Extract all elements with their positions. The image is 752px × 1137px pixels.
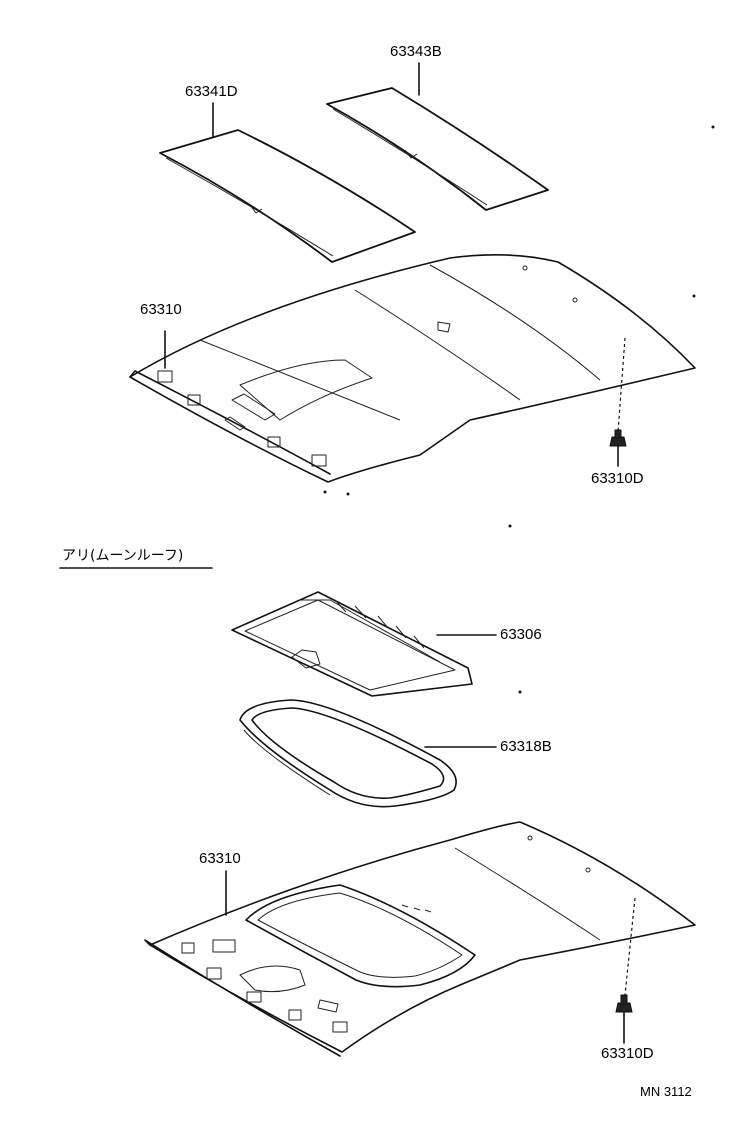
moonroof-seal <box>239 699 457 808</box>
label-moonroof-frame: 63306 <box>500 626 542 643</box>
stray-mark <box>508 524 512 528</box>
label-pad-rear: 63343B <box>390 43 442 60</box>
roof-pad-rear <box>326 87 549 211</box>
headliner-top <box>129 254 696 483</box>
clip-bottom-dashline <box>624 897 636 996</box>
label-clip-top: 63310D <box>591 470 644 487</box>
label-moonroof-seal: 63318B <box>500 738 552 755</box>
stray-mark <box>692 294 696 298</box>
drawing-code: MN 3112 <box>640 1084 692 1099</box>
stray-mark <box>323 490 327 494</box>
label-headliner-bottom: 63310 <box>199 850 241 867</box>
label-pad-front: 63341D <box>185 83 238 100</box>
headliner-bottom <box>144 821 696 1057</box>
clip-top-dashline <box>617 337 626 433</box>
clip-top <box>609 429 627 447</box>
roof-pad-front <box>159 129 416 263</box>
clip-bottom <box>615 994 633 1013</box>
section-title-moonroof: アリ(ムーンルーフ) <box>62 548 184 564</box>
moonroof-frame <box>231 591 473 697</box>
stray-mark <box>346 492 350 496</box>
stray-mark <box>518 690 522 694</box>
label-headliner-top: 63310 <box>140 301 182 318</box>
stray-mark <box>711 125 715 129</box>
label-clip-bottom: 63310D <box>601 1045 654 1062</box>
